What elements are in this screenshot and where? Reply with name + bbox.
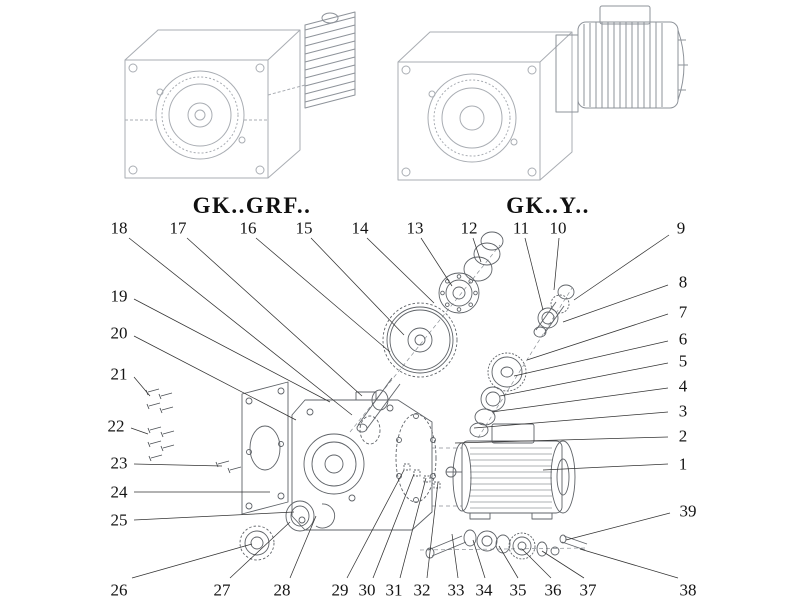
- part-callout-17: 17: [169, 218, 187, 238]
- part-callout-3: 3: [678, 401, 688, 421]
- part-callout-8: 8: [678, 272, 688, 292]
- part-callout-33: 33: [447, 580, 465, 600]
- part-callout-20: 20: [110, 323, 128, 343]
- leader-line-30: [372, 473, 415, 579]
- leader-line-37: [541, 550, 585, 579]
- part-callout-34: 34: [475, 580, 493, 600]
- flange-plate: [241, 381, 289, 515]
- leader-line-2: [454, 436, 669, 444]
- part-callout-38: 38: [679, 580, 697, 600]
- leader-line-31: [399, 477, 427, 579]
- leader-line-16: [255, 237, 391, 353]
- housing-outline: [291, 391, 437, 531]
- fastener-screws: [145, 388, 242, 474]
- leader-line-11: [524, 237, 544, 311]
- leader-line-14: [366, 237, 435, 304]
- leader-line-6: [513, 340, 669, 377]
- input-pinion-stack: [469, 284, 575, 438]
- leader-line-28: [289, 515, 317, 579]
- part-callout-18: 18: [110, 218, 128, 238]
- leader-line-19: [133, 298, 331, 403]
- leader-line-38: [579, 548, 679, 579]
- part-callout-21: 21: [110, 364, 128, 384]
- seal-bearing-parts: [239, 500, 336, 561]
- leader-line-34: [472, 539, 486, 579]
- part-callout-15: 15: [295, 218, 313, 238]
- leader-line-15: [310, 237, 405, 336]
- leader-line-20: [133, 335, 297, 421]
- leader-line-25: [133, 511, 295, 521]
- leader-line-27: [229, 521, 291, 579]
- leader-line-35: [498, 545, 519, 579]
- leader-line-26: [131, 543, 253, 579]
- part-callout-2: 2: [678, 426, 688, 446]
- part-callout-24: 24: [110, 482, 128, 502]
- leader-line-13: [420, 237, 453, 287]
- leader-line-21: [133, 376, 151, 397]
- leader-line-22: [130, 427, 149, 435]
- part-callout-31: 31: [385, 580, 403, 600]
- leader-line-7: [526, 313, 669, 361]
- leader-line-39: [565, 512, 671, 541]
- part-callout-12: 12: [460, 218, 478, 238]
- gearbox-y-motor-drawing: [397, 5, 688, 181]
- leader-line-1: [542, 463, 669, 471]
- part-callout-6: 6: [678, 329, 688, 349]
- part-callout-26: 26: [110, 580, 128, 600]
- part-callout-14: 14: [351, 218, 369, 238]
- part-callout-37: 37: [579, 580, 597, 600]
- leader-lines: [128, 234, 679, 579]
- leader-line-9: [573, 234, 670, 301]
- leader-line-5: [499, 362, 669, 397]
- part-callout-4: 4: [678, 376, 688, 396]
- leader-line-12: [472, 237, 482, 263]
- leader-line-10: [553, 237, 560, 291]
- gearbox-grf-drawing: [124, 11, 356, 179]
- leader-line-18: [128, 237, 353, 416]
- part-callout-22: 22: [107, 416, 125, 436]
- part-callout-13: 13: [406, 218, 424, 238]
- part-callout-5: 5: [678, 351, 688, 371]
- part-callout-35: 35: [509, 580, 527, 600]
- output-shaft-parts: [425, 529, 588, 560]
- variant-title-gk-grf: GK..GRF..: [192, 193, 312, 218]
- variant-title-gk-y: GK..Y..: [506, 193, 590, 218]
- leader-line-3: [473, 411, 669, 429]
- leader-line-4: [491, 387, 669, 413]
- main-gear-stack: [356, 231, 504, 433]
- part-callout-19: 19: [110, 286, 128, 306]
- part-callout-11: 11: [512, 218, 530, 238]
- motor-drawing: [445, 423, 576, 520]
- part-callout-9: 9: [676, 218, 686, 238]
- part-callout-32: 32: [413, 580, 431, 600]
- part-callout-7: 7: [678, 302, 688, 322]
- leader-line-17: [186, 237, 363, 397]
- part-callout-28: 28: [273, 580, 291, 600]
- part-callout-36: 36: [544, 580, 562, 600]
- leader-line-32: [426, 481, 439, 579]
- leader-line-8: [562, 284, 669, 323]
- part-callout-23: 23: [110, 453, 128, 473]
- part-callout-30: 30: [358, 580, 376, 600]
- part-callout-29: 29: [331, 580, 349, 600]
- part-callout-1: 1: [678, 454, 688, 474]
- leader-line-29: [346, 469, 405, 579]
- part-callout-39: 39: [679, 501, 697, 521]
- part-callout-25: 25: [110, 510, 128, 530]
- part-callout-16: 16: [239, 218, 257, 238]
- leader-line-36: [521, 548, 552, 579]
- exploded-assembly-drawing: [145, 231, 588, 561]
- leader-line-33: [451, 533, 459, 579]
- part-callout-10: 10: [549, 218, 567, 238]
- leader-line-23: [133, 463, 223, 467]
- part-callout-27: 27: [213, 580, 231, 600]
